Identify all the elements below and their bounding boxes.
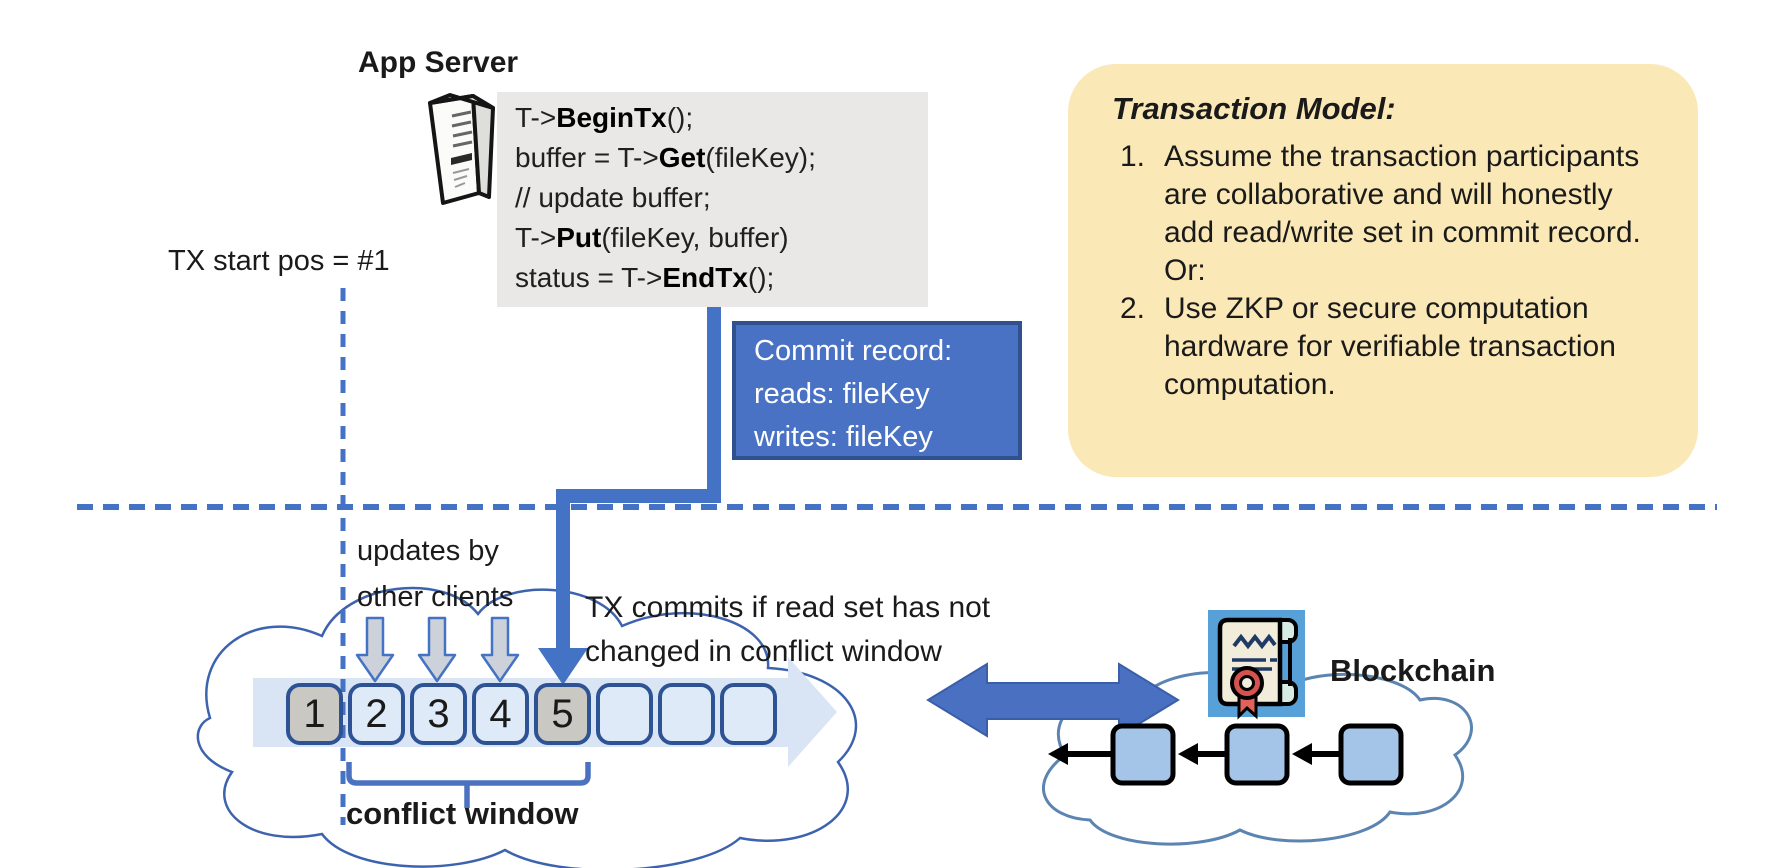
transaction-model-item: 2. Use ZKP or secure computation hardwar… [1120,290,1698,404]
conflict-window-bracket [346,762,591,808]
item-text: Assume the transaction participants are … [1164,140,1650,287]
timeline-slot-1: 1 [286,683,343,745]
block [1338,723,1404,786]
transaction-model-item: 1. Assume the transaction participants a… [1120,138,1698,290]
down-arrow-icon [417,616,457,683]
timeline-slot-empty [596,683,653,745]
server-tower-icon [428,93,495,205]
commit-record-box: Commit record: reads: fileKey writes: fi… [732,321,1022,460]
transaction-model-note: Transaction Model: 1. Assume the transac… [1068,64,1698,477]
timeline-slot-empty [720,683,777,745]
commit-connector-arrowhead [538,648,588,685]
item-text: Use ZKP or secure computation hardware f… [1164,292,1616,401]
code-line: T->BeginTx(); [515,102,694,133]
timeline-slot-2: 2 [348,683,405,745]
commit-connector [538,307,721,685]
block [1224,723,1290,786]
timeline-slot-5: 5 [534,683,591,745]
code-line: buffer = T->Get(fileKey); [515,142,816,173]
down-arrow-icons [355,616,520,683]
code-line: T->Put(fileKey, buffer) [515,222,789,253]
transaction-model-title: Transaction Model: [1112,91,1396,126]
transaction-code-block: T->BeginTx(); buffer = T->Get(fileKey); … [497,92,928,307]
certificate-scroll-icon [1208,610,1305,720]
code-line: status = T->EndTx(); [515,262,775,293]
item-number: 2. [1120,292,1146,325]
commit-record-reads: reads: fileKey [754,378,930,410]
timeline-slot-3: 3 [410,683,467,745]
down-arrow-icon [355,616,395,683]
commit-record-writes: writes: fileKey [754,421,933,453]
commit-record-title: Commit record: [754,335,953,367]
tx-start-pos-label: TX start pos = #1 [168,245,390,277]
timeline-slot-empty [658,683,715,745]
timeline-slot-4: 4 [472,683,529,745]
conflict-window-label: conflict window [346,796,579,831]
blockchain-label: Blockchain [1330,653,1496,688]
item-number: 1. [1120,140,1146,173]
code-line: // update buffer; [515,182,711,213]
block [1110,723,1176,786]
updates-by-other-clients-label: updates by other clients [357,535,514,613]
double-headed-arrow [926,662,1180,738]
blockchain-blocks [1110,723,1404,786]
down-arrow-icon [480,616,520,683]
tx-commits-caption: TX commits if read set has not changed i… [585,591,991,668]
app-server-label: App Server [358,46,519,79]
chain-links [1048,743,1339,765]
